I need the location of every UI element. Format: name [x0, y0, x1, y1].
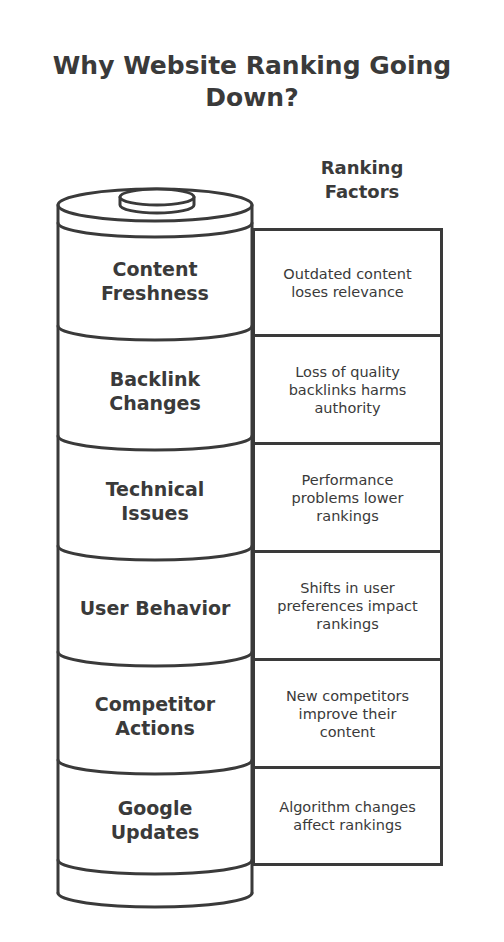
text-group: Shifts in user preferences impact rankin… — [269, 579, 426, 633]
factor-name: User Behavior — [80, 596, 231, 620]
factor-description: Performance problems lower rankings — [269, 471, 426, 525]
factor-description: New competitors improve their content — [269, 687, 426, 741]
factor-name: Backlink Changes — [72, 367, 238, 415]
text-group: Backlink Changes — [72, 367, 238, 415]
cylinder-band: Technical Issues — [58, 452, 252, 550]
factor-box: Performance problems lower rankings — [252, 442, 443, 553]
factor-description: Shifts in user preferences impact rankin… — [269, 579, 426, 633]
factor-description: Loss of quality backlinks harms authorit… — [269, 363, 426, 417]
factor-name: Google Updates — [72, 796, 238, 844]
factor-name: Technical Issues — [72, 477, 238, 525]
cylinder-band: Content Freshness — [58, 232, 252, 330]
text-group: Loss of quality backlinks harms authorit… — [269, 363, 426, 417]
cylinder-band: User Behavior — [58, 560, 252, 656]
factor-box: Shifts in user preferences impact rankin… — [252, 550, 443, 661]
text-group: New competitors improve their content — [269, 687, 426, 741]
factor-box: Loss of quality backlinks harms authorit… — [252, 334, 443, 445]
cylinder-band: Competitor Actions — [58, 668, 252, 764]
factor-name: Competitor Actions — [72, 692, 238, 740]
text-group: Algorithm changes affect rankings — [269, 798, 426, 834]
factor-box: Algorithm changes affect rankings — [252, 766, 443, 866]
factor-description: Outdated content loses relevance — [269, 265, 426, 301]
factor-box: New competitors improve their content — [252, 658, 443, 769]
text-group: Technical Issues — [72, 477, 238, 525]
text-group: User Behavior — [80, 596, 231, 620]
factor-description: Algorithm changes affect rankings — [269, 798, 426, 834]
text-group: Content Freshness — [72, 257, 238, 305]
text-group: Outdated content loses relevance — [269, 265, 426, 301]
cylinder-band: Backlink Changes — [58, 342, 252, 440]
factor-box: Outdated content loses relevance — [252, 228, 443, 337]
text-group: Competitor Actions — [72, 692, 238, 740]
text-group: Performance problems lower rankings — [269, 471, 426, 525]
diagram-title: Why Website Ranking Going Down? — [40, 50, 464, 114]
cylinder-band: Google Updates — [58, 775, 252, 865]
column-heading: Ranking Factors — [300, 156, 424, 204]
text-group: Google Updates — [72, 796, 238, 844]
factor-name: Content Freshness — [72, 257, 238, 305]
